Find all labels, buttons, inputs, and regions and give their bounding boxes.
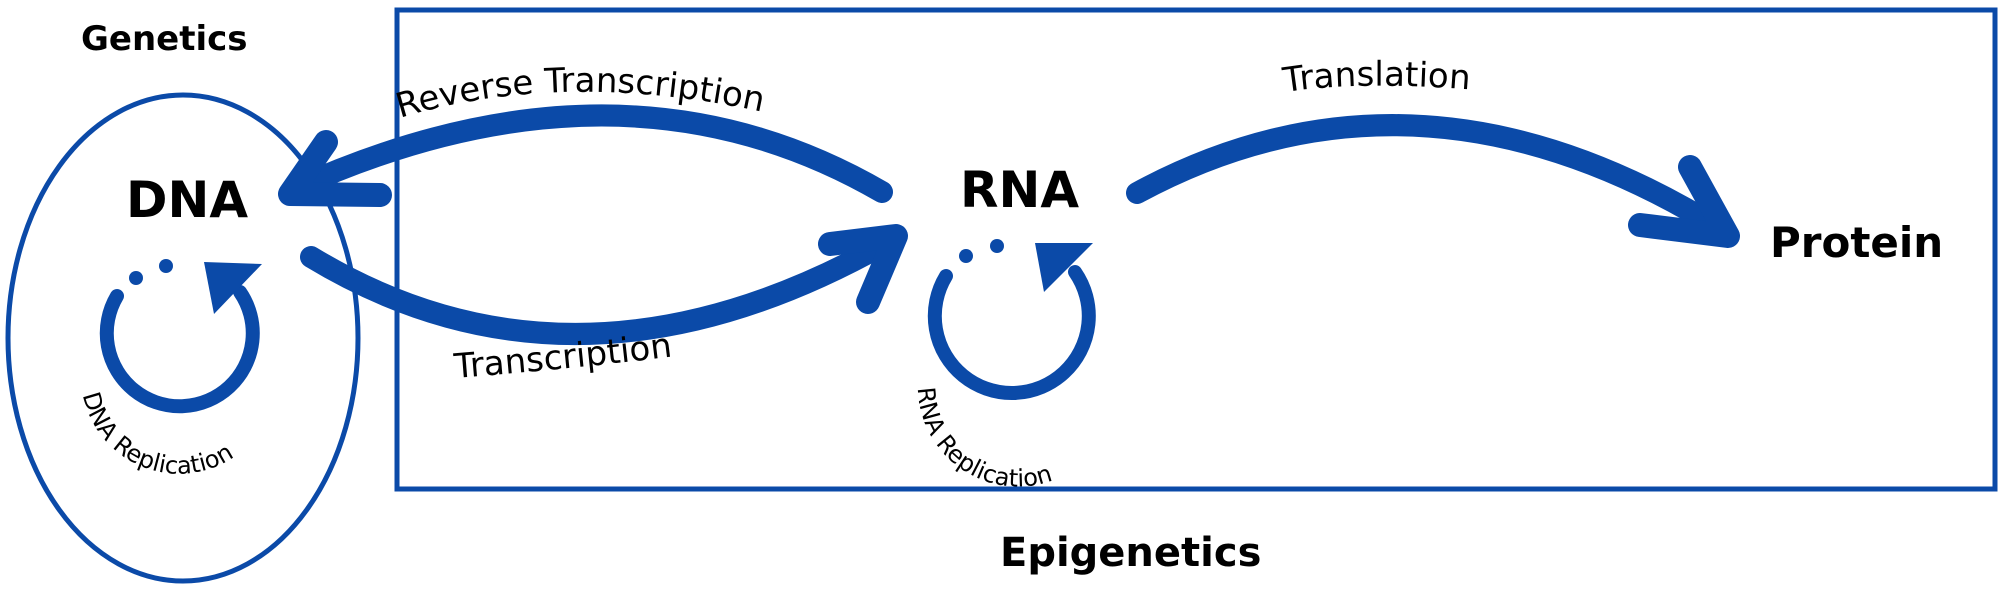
rna-replication-dot-1 [959,249,973,263]
transcription-arrowhead [818,224,908,314]
rna-replication-label-text: RNA Replication [912,386,1055,493]
genetics-heading: Genetics [81,19,248,59]
rna-replication-label: RNA Replication [912,386,1055,493]
epigenetics-heading: Epigenetics [1000,530,1261,576]
transcription-shaft [300,227,906,345]
reverse-transcription-arrowhead [278,130,392,207]
rna-replication-dot-2 [990,239,1004,253]
rna-node-label: RNA [960,161,1079,219]
rna-replication-arrowhead [1035,243,1093,292]
translation-label-text: Translation [1280,55,1472,101]
dna-node-label: DNA [126,171,248,229]
protein-node-label: Protein [1770,218,1943,267]
epigenetics-region-box [394,7,1998,492]
transcription-arrow [300,224,908,345]
reverse-transcription-arrow [278,104,893,207]
translation-arrowhead [1628,155,1740,248]
dna-replication-dot-1 [129,271,143,285]
genetics-region-ellipse [5,92,361,584]
rna-replication-loop-arc [927,265,1096,400]
dna-replication-dot-2 [159,259,173,273]
translation-label: Translation [1280,55,1472,101]
dna-replication-loop-arc [99,285,260,414]
dna-replication-arrowhead [204,262,262,314]
translation-shaft [1126,114,1736,243]
translation-arrow [1126,114,1740,248]
rna-replication-loop [927,239,1096,400]
dna-replication-loop [99,259,262,414]
reverse-transcription-shaft [281,104,893,203]
